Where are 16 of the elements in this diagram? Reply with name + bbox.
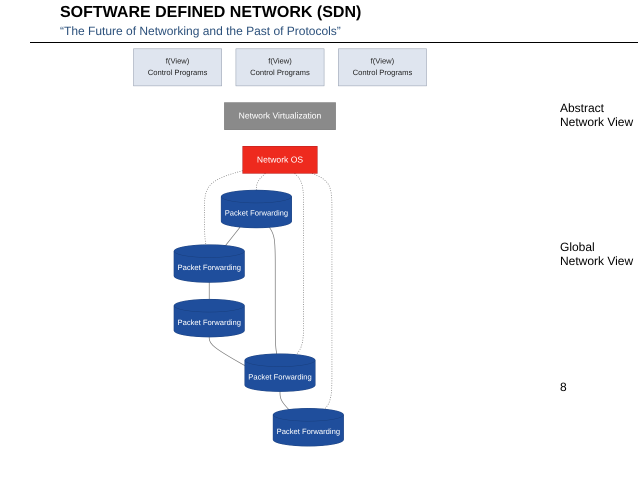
text-label: Abstract Network View — [560, 100, 634, 129]
connector — [225, 226, 240, 246]
connector — [312, 173, 332, 410]
subtitle: “The Future of Networking and the Past of Protocols” — [60, 24, 341, 38]
text-label: 8 — [560, 380, 567, 394]
node-box: Network Virtualization — [224, 102, 336, 130]
connector — [204, 170, 244, 245]
slide-title: SOFTWARE DEFINED NETWORK (SDN) — [60, 4, 362, 22]
text-label: Global Network View — [560, 240, 634, 268]
connector — [280, 391, 289, 410]
connector — [256, 173, 266, 190]
connector — [208, 336, 246, 366]
connector — [294, 173, 304, 355]
node-box: Network OS — [242, 146, 318, 174]
connector — [269, 227, 278, 354]
connector — [208, 282, 210, 300]
